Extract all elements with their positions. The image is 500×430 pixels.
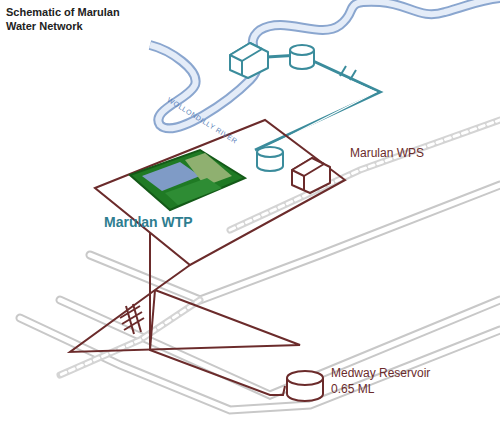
site-boundary (95, 120, 345, 265)
node-text: Medway Reservoir 0.65 ML (331, 366, 443, 397)
rail-crossing (120, 304, 144, 334)
station-label: Marulan WPS (350, 146, 424, 160)
reservoir-tank (287, 371, 323, 401)
trunk-main (70, 265, 300, 352)
railway (20, 120, 500, 410)
treatment-plant (130, 150, 245, 210)
wps-pump-house (292, 158, 330, 193)
node-text: Marulan WTP (104, 214, 193, 230)
intake-pump-house (230, 43, 268, 78)
river (150, 0, 500, 128)
treatment-plant-node: Marulan WTP (100, 212, 197, 232)
intake-tank (290, 45, 314, 69)
pipeline-connector (150, 232, 285, 395)
diagram-title: Schematic of Marulan Water Network (6, 5, 131, 34)
wps-tank (257, 147, 283, 171)
raw-water-pipe (250, 55, 380, 152)
reservoir-node: Medway Reservoir 0.65 ML (285, 364, 445, 399)
